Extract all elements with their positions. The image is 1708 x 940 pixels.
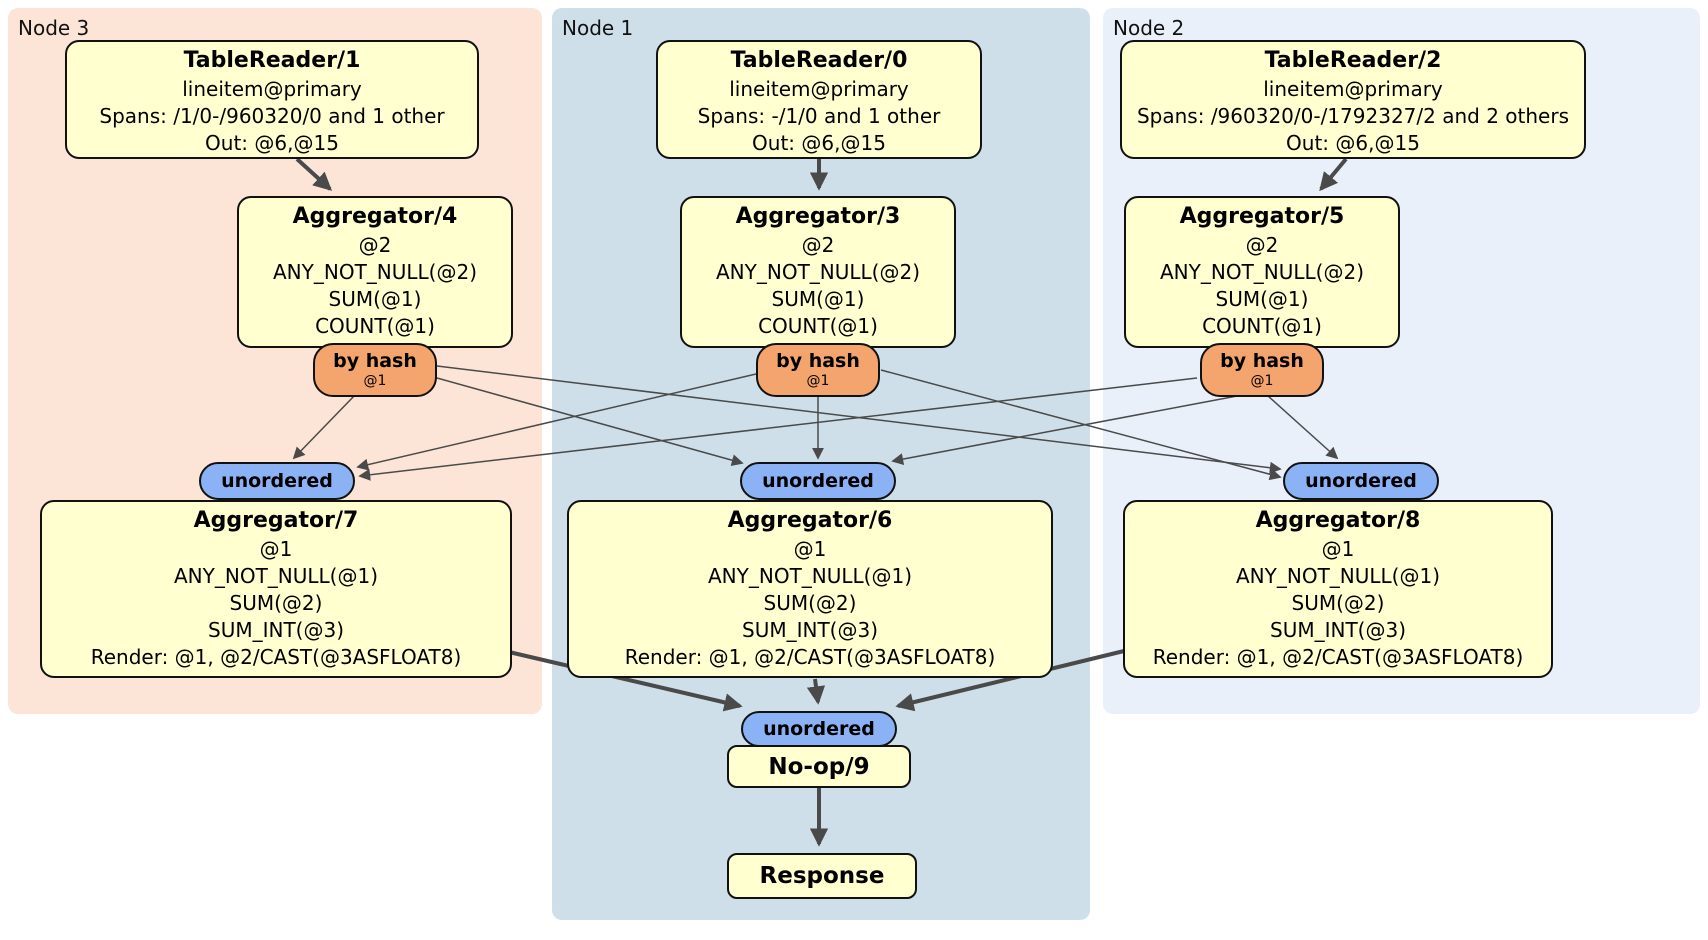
box-line: ANY_NOT_NULL(@1) (174, 564, 378, 588)
box-line: @1 (793, 537, 827, 561)
synchronizer-unordered-right: unordered (1283, 462, 1439, 500)
box-line: @2 (1245, 233, 1279, 257)
box-line: SUM(@1) (328, 287, 422, 311)
box-line: COUNT(@1) (1202, 314, 1322, 338)
box-line: @1 (259, 537, 293, 561)
box-line: SUM(@2) (229, 591, 323, 615)
region-node-1-label: Node 1 (562, 16, 634, 40)
processor-title: Aggregator/3 (735, 204, 901, 229)
box-line: Out: @6,@15 (1286, 131, 1420, 155)
box-line: SUM_INT(@3) (742, 618, 878, 642)
box-line: lineitem@primary (182, 77, 362, 101)
box-line: SUM(@1) (771, 287, 865, 311)
box-line: ANY_NOT_NULL(@1) (1236, 564, 1440, 588)
response-node: Response (727, 853, 917, 899)
processor-title: Aggregator/4 (292, 204, 458, 229)
router-columns: @1 (363, 373, 387, 389)
box-line: @1 (1321, 537, 1355, 561)
synchronizer-unordered-middle: unordered (740, 462, 896, 500)
box-line: Render: @1, @2/CAST(@3ASFLOAT8) (90, 645, 462, 669)
processor-title: Aggregator/7 (193, 508, 359, 533)
processor-title: TableReader/2 (1264, 48, 1442, 73)
box-line: Render: @1, @2/CAST(@3ASFLOAT8) (1152, 645, 1524, 669)
router-by-hash-5: by hash @1 (1200, 343, 1324, 397)
router-label: by hash (333, 350, 417, 372)
box-line: COUNT(@1) (315, 314, 435, 338)
box-line: @2 (801, 233, 835, 257)
processor-title: Aggregator/8 (1255, 508, 1421, 533)
region-node-3-label: Node 3 (18, 16, 90, 40)
router-columns: @1 (806, 373, 830, 389)
box-line: SUM(@2) (763, 591, 857, 615)
box-line: SUM_INT(@3) (1270, 618, 1406, 642)
box-line: SUM(@1) (1215, 287, 1309, 311)
router-by-hash-3: by hash @1 (756, 343, 880, 397)
box-line: Spans: /1/0-/960320/0 and 1 other (99, 104, 445, 128)
region-node-2-label: Node 2 (1113, 16, 1185, 40)
router-columns: @1 (1250, 373, 1274, 389)
box-line: COUNT(@1) (758, 314, 878, 338)
box-line: Spans: /960320/0-/1792327/2 and 2 others (1136, 104, 1569, 128)
processor-title: TableReader/0 (730, 48, 908, 73)
processor-noop-9: No-op/9 (727, 745, 911, 788)
box-line: lineitem@primary (1263, 77, 1443, 101)
box-line: ANY_NOT_NULL(@2) (716, 260, 920, 284)
box-line: SUM(@2) (1291, 591, 1385, 615)
box-line: Render: @1, @2/CAST(@3ASFLOAT8) (624, 645, 996, 669)
box-line: ANY_NOT_NULL(@2) (273, 260, 477, 284)
box-line: Out: @6,@15 (752, 131, 886, 155)
box-line: Out: @6,@15 (205, 131, 339, 155)
box-line: Spans: -/1/0 and 1 other (697, 104, 941, 128)
processor-title: Response (759, 863, 885, 889)
box-line: @2 (358, 233, 392, 257)
box-line: lineitem@primary (729, 77, 909, 101)
synchronizer-unordered-left: unordered (199, 462, 355, 500)
box-line: ANY_NOT_NULL(@2) (1160, 260, 1364, 284)
box-line: SUM_INT(@3) (208, 618, 344, 642)
processor-title: TableReader/1 (183, 48, 361, 73)
router-label: by hash (776, 350, 860, 372)
box-line: ANY_NOT_NULL(@1) (708, 564, 912, 588)
router-label: by hash (1220, 350, 1304, 372)
processor-title: Aggregator/6 (727, 508, 893, 533)
processor-title: No-op/9 (768, 753, 870, 780)
router-by-hash-4: by hash @1 (313, 343, 437, 397)
processor-title: Aggregator/5 (1179, 204, 1345, 229)
synchronizer-unordered-final: unordered (741, 711, 897, 747)
